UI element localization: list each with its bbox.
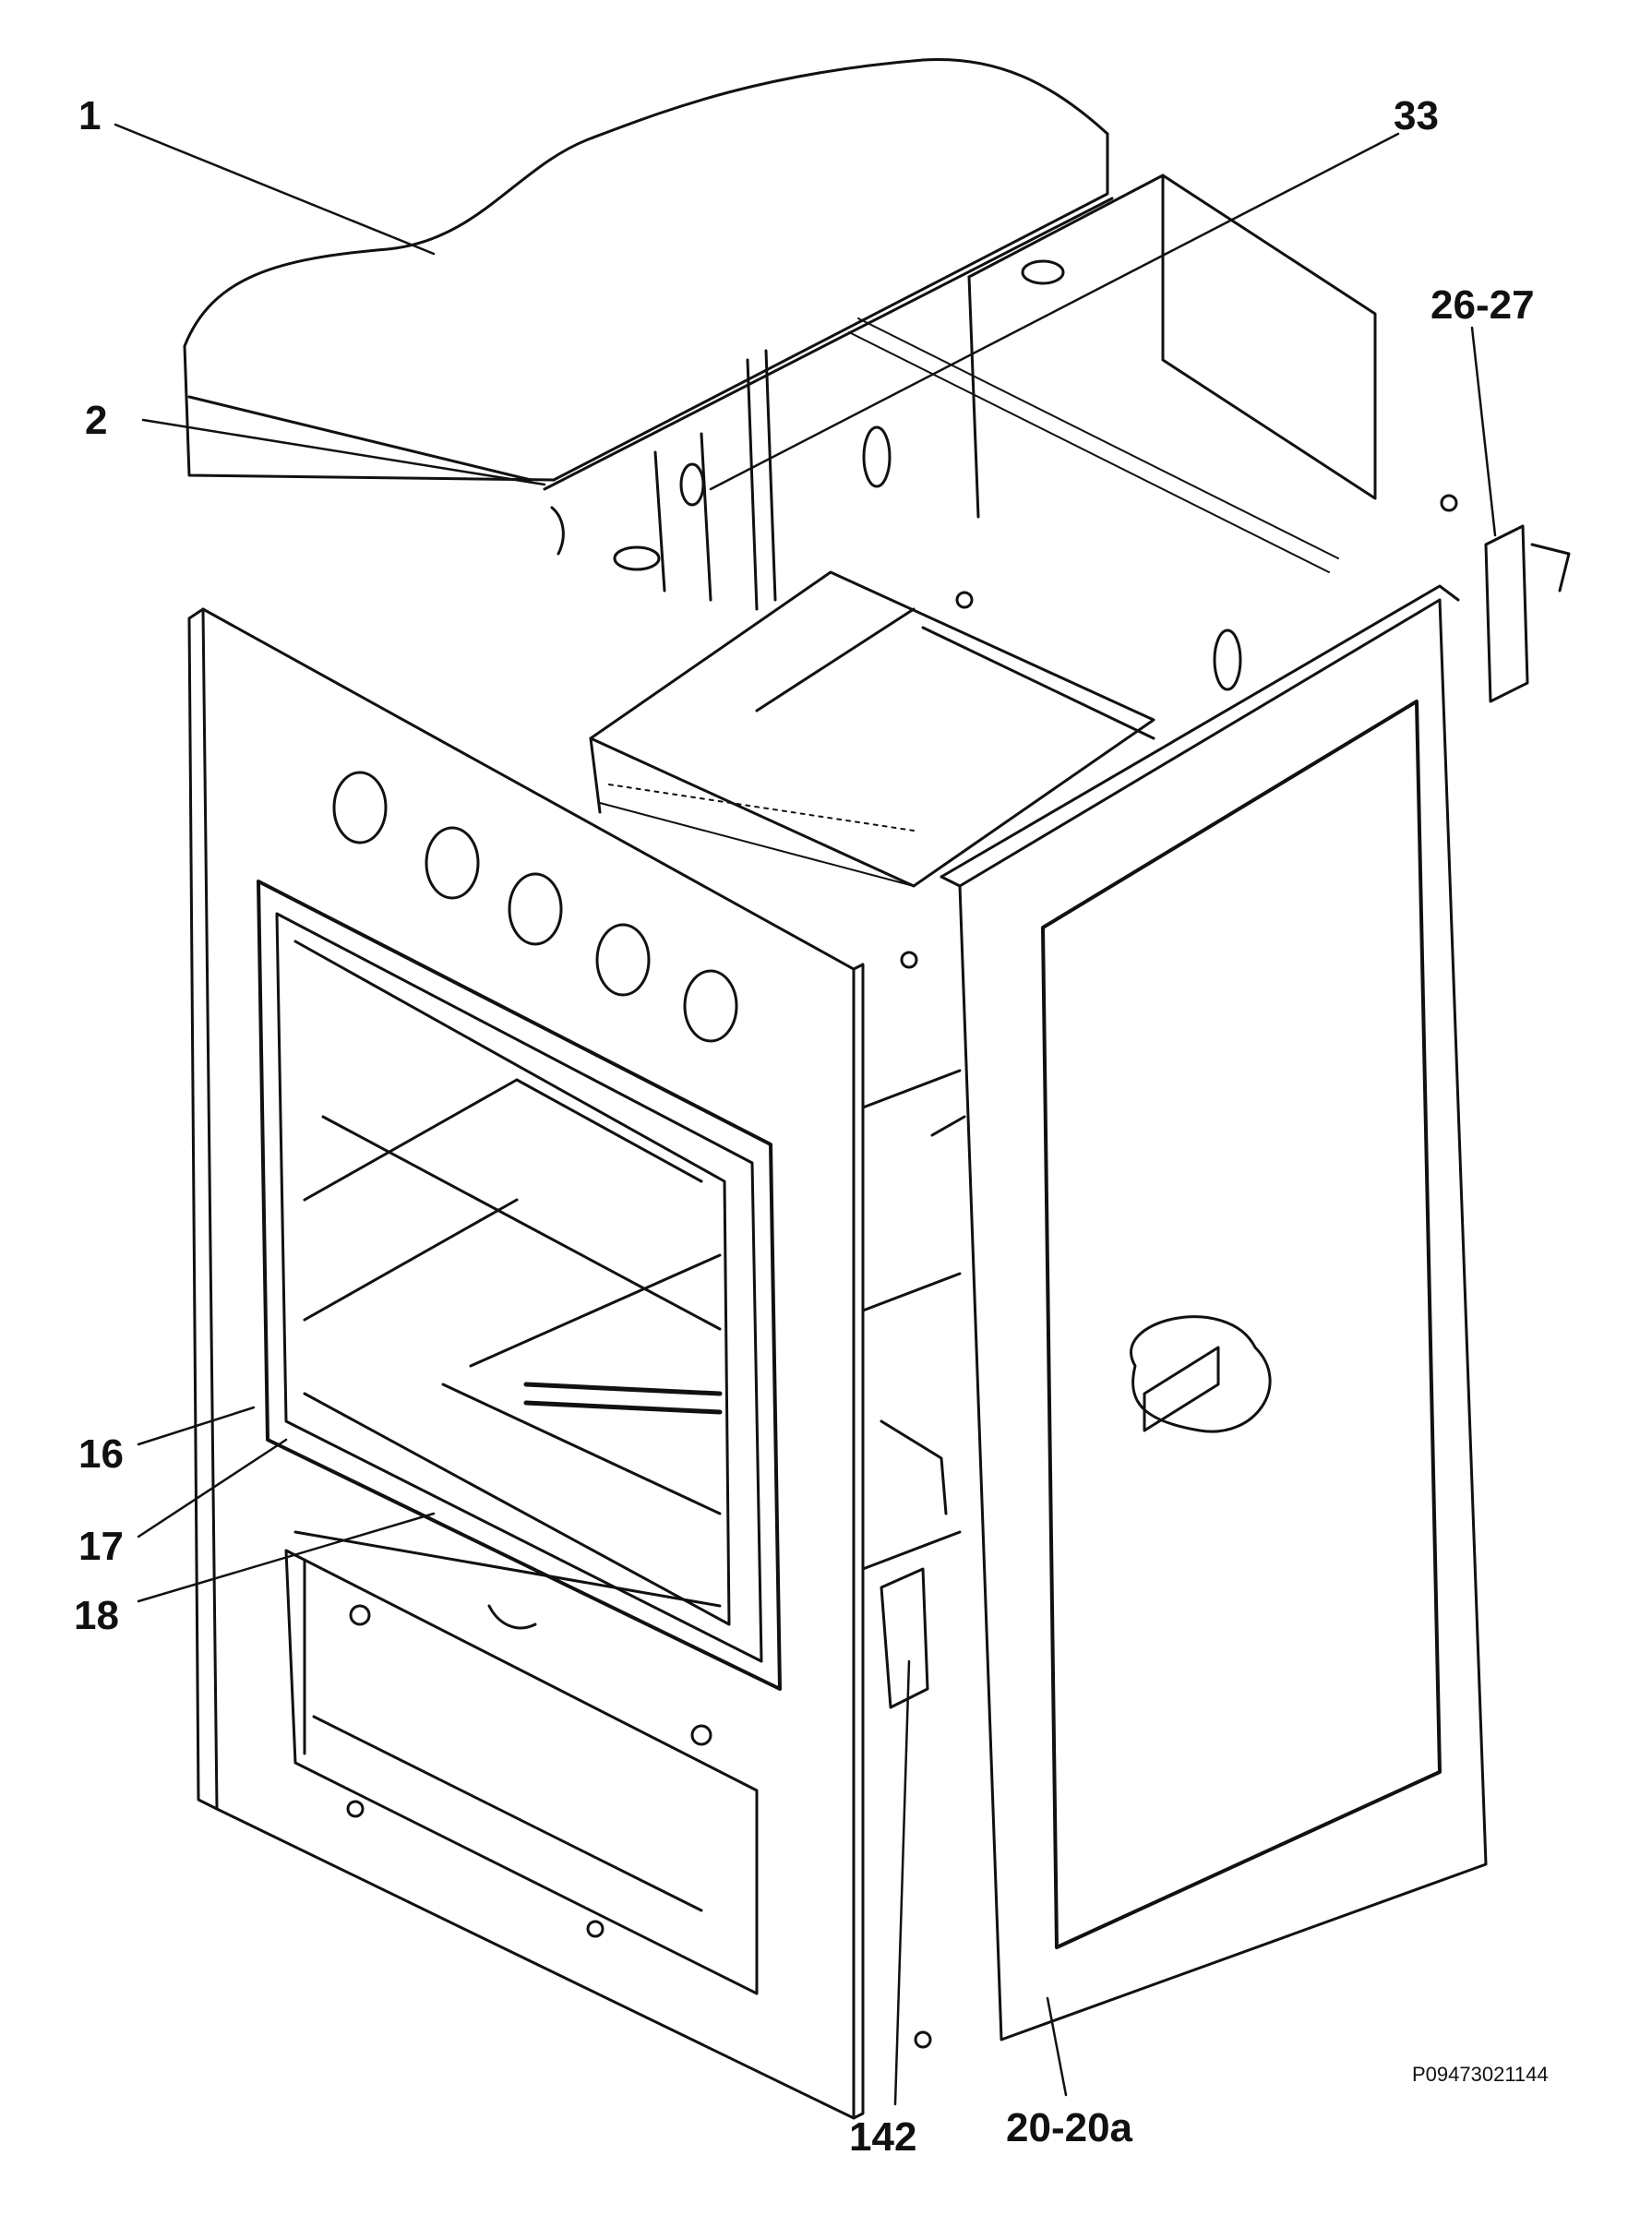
front-frame — [187, 494, 1458, 2120]
callout-20-20a: 20-20a — [1006, 2105, 1133, 2150]
leader-lines — [114, 123, 1497, 2106]
callout-33: 33 — [1394, 93, 1439, 138]
side-panel — [861, 524, 1571, 2041]
callout-18: 18 — [74, 1593, 119, 1638]
callout-labels: 1 2 33 26-27 16 17 18 142 20-20a P094730… — [74, 93, 1549, 2160]
top-cover-part — [183, 57, 1114, 556]
drawing-code: P09473021144 — [1412, 2063, 1549, 2086]
callout-2: 2 — [85, 398, 107, 443]
callout-1: 1 — [78, 93, 101, 138]
callout-17: 17 — [78, 1524, 124, 1569]
callout-142: 142 — [849, 2114, 916, 2160]
callout-26-27: 26-27 — [1431, 282, 1535, 328]
inner-box-structure — [589, 174, 1377, 888]
callout-16: 16 — [78, 1431, 124, 1477]
